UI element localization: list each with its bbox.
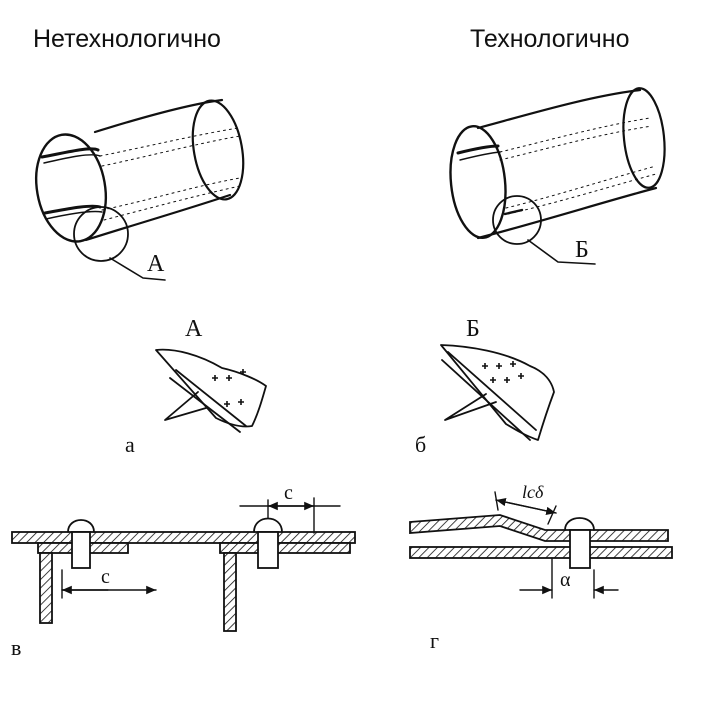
detail-title-b: Б [466, 316, 480, 342]
detail-caption-b: б [415, 432, 426, 457]
detail-b-drawing [440, 344, 555, 441]
section-g-drawing [409, 491, 673, 599]
cylinder-technological [449, 87, 666, 265]
dim-label-c-lower: с [101, 566, 110, 588]
detail-a-drawing [155, 348, 267, 433]
heading-technological: Технологично [470, 25, 629, 53]
heading-non-technological: Нетехнологично [33, 25, 221, 53]
callout-label-b: Б [575, 237, 589, 263]
cylinder-non-technological [35, 98, 245, 281]
dim-label-alpha: α [560, 569, 571, 591]
dim-label-c-upper: с [284, 482, 293, 504]
section-caption-g: г [430, 628, 439, 653]
dim-label-lcd: lcδ [522, 482, 544, 502]
callout-label-a: А [147, 251, 165, 277]
section-caption-v: в [11, 635, 21, 660]
detail-title-a: А [185, 316, 203, 342]
section-v-drawing [11, 497, 356, 632]
detail-caption-a: а [125, 432, 135, 457]
